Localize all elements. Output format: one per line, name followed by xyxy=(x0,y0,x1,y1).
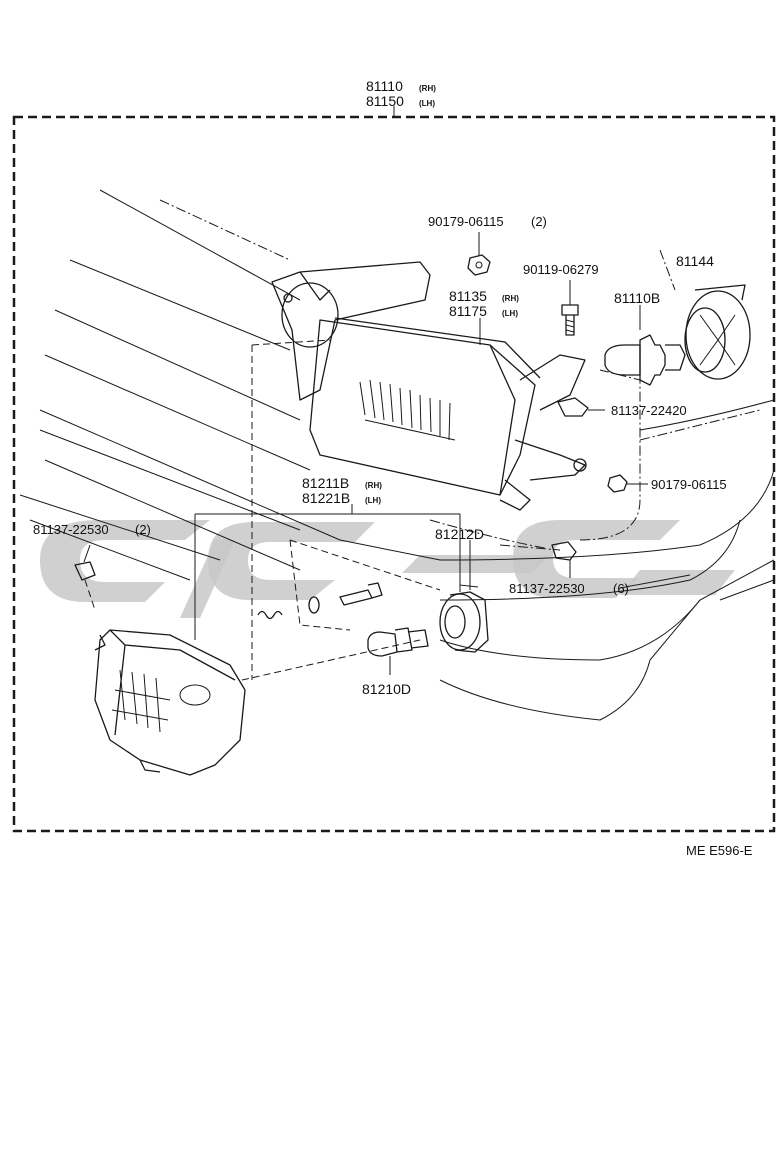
bulb-code: 81110B xyxy=(614,290,660,306)
assembly-frame xyxy=(12,115,776,833)
bolt xyxy=(561,280,579,336)
housing-lh-suffix: (LH) xyxy=(502,309,518,318)
clip-bottom xyxy=(551,541,577,578)
assembly-rh-suffix: (RH) xyxy=(419,84,436,93)
clip-bottom-code: 81137-22530 xyxy=(509,581,585,596)
housing-lh-code: 81175 xyxy=(449,303,487,319)
nut-upper-qty: (2) xyxy=(531,214,547,229)
small-bulb xyxy=(367,627,429,675)
clip-bottom-qty: (6) xyxy=(613,581,629,596)
socket-code: 81212D xyxy=(435,526,484,542)
watermark xyxy=(40,520,735,618)
clip-left-qty: (2) xyxy=(135,522,151,537)
socket-cover xyxy=(659,249,751,380)
clip-left-code: 81137-22530 xyxy=(33,522,109,537)
housing-rh-code: 81135 xyxy=(449,288,487,304)
clearance-lamp-lens xyxy=(94,629,246,776)
clip-right-code: 81137-22420 xyxy=(611,403,687,418)
lens-lh-suffix: (LH) xyxy=(365,496,381,505)
nut-upper-code: 90179-06115 xyxy=(428,214,504,229)
vehicle-body-outline xyxy=(19,189,775,721)
bolt-code: 90119-06279 xyxy=(523,262,599,277)
clip-right xyxy=(557,397,605,417)
lens-rh-suffix: (RH) xyxy=(365,481,382,490)
headlamp-housing xyxy=(271,261,587,511)
nut-right xyxy=(607,474,648,493)
small-bulb-code: 81210D xyxy=(362,681,411,697)
assembly-lh-suffix: (LH) xyxy=(419,99,435,108)
assembly-rh-code: 81110 xyxy=(366,78,403,94)
spring xyxy=(257,610,283,620)
assembly-guide-lines xyxy=(241,339,761,681)
leader-brackets xyxy=(194,318,691,640)
lens-rh-code: 81211B xyxy=(302,475,349,491)
nut-right-code: 90179-06115 xyxy=(651,477,727,492)
o-ring xyxy=(308,596,320,614)
assembly-lh-code: 81150 xyxy=(366,93,404,109)
headlamp-bulb xyxy=(604,305,686,386)
clip-left xyxy=(74,544,96,611)
lens-lh-code: 81221B xyxy=(302,490,350,506)
diagram-reference: ME E596-E xyxy=(686,843,753,858)
screw xyxy=(339,582,383,606)
housing-rh-suffix: (RH) xyxy=(502,294,519,303)
socket-cover-code: 81144 xyxy=(676,253,714,269)
nut-upper xyxy=(467,232,491,276)
